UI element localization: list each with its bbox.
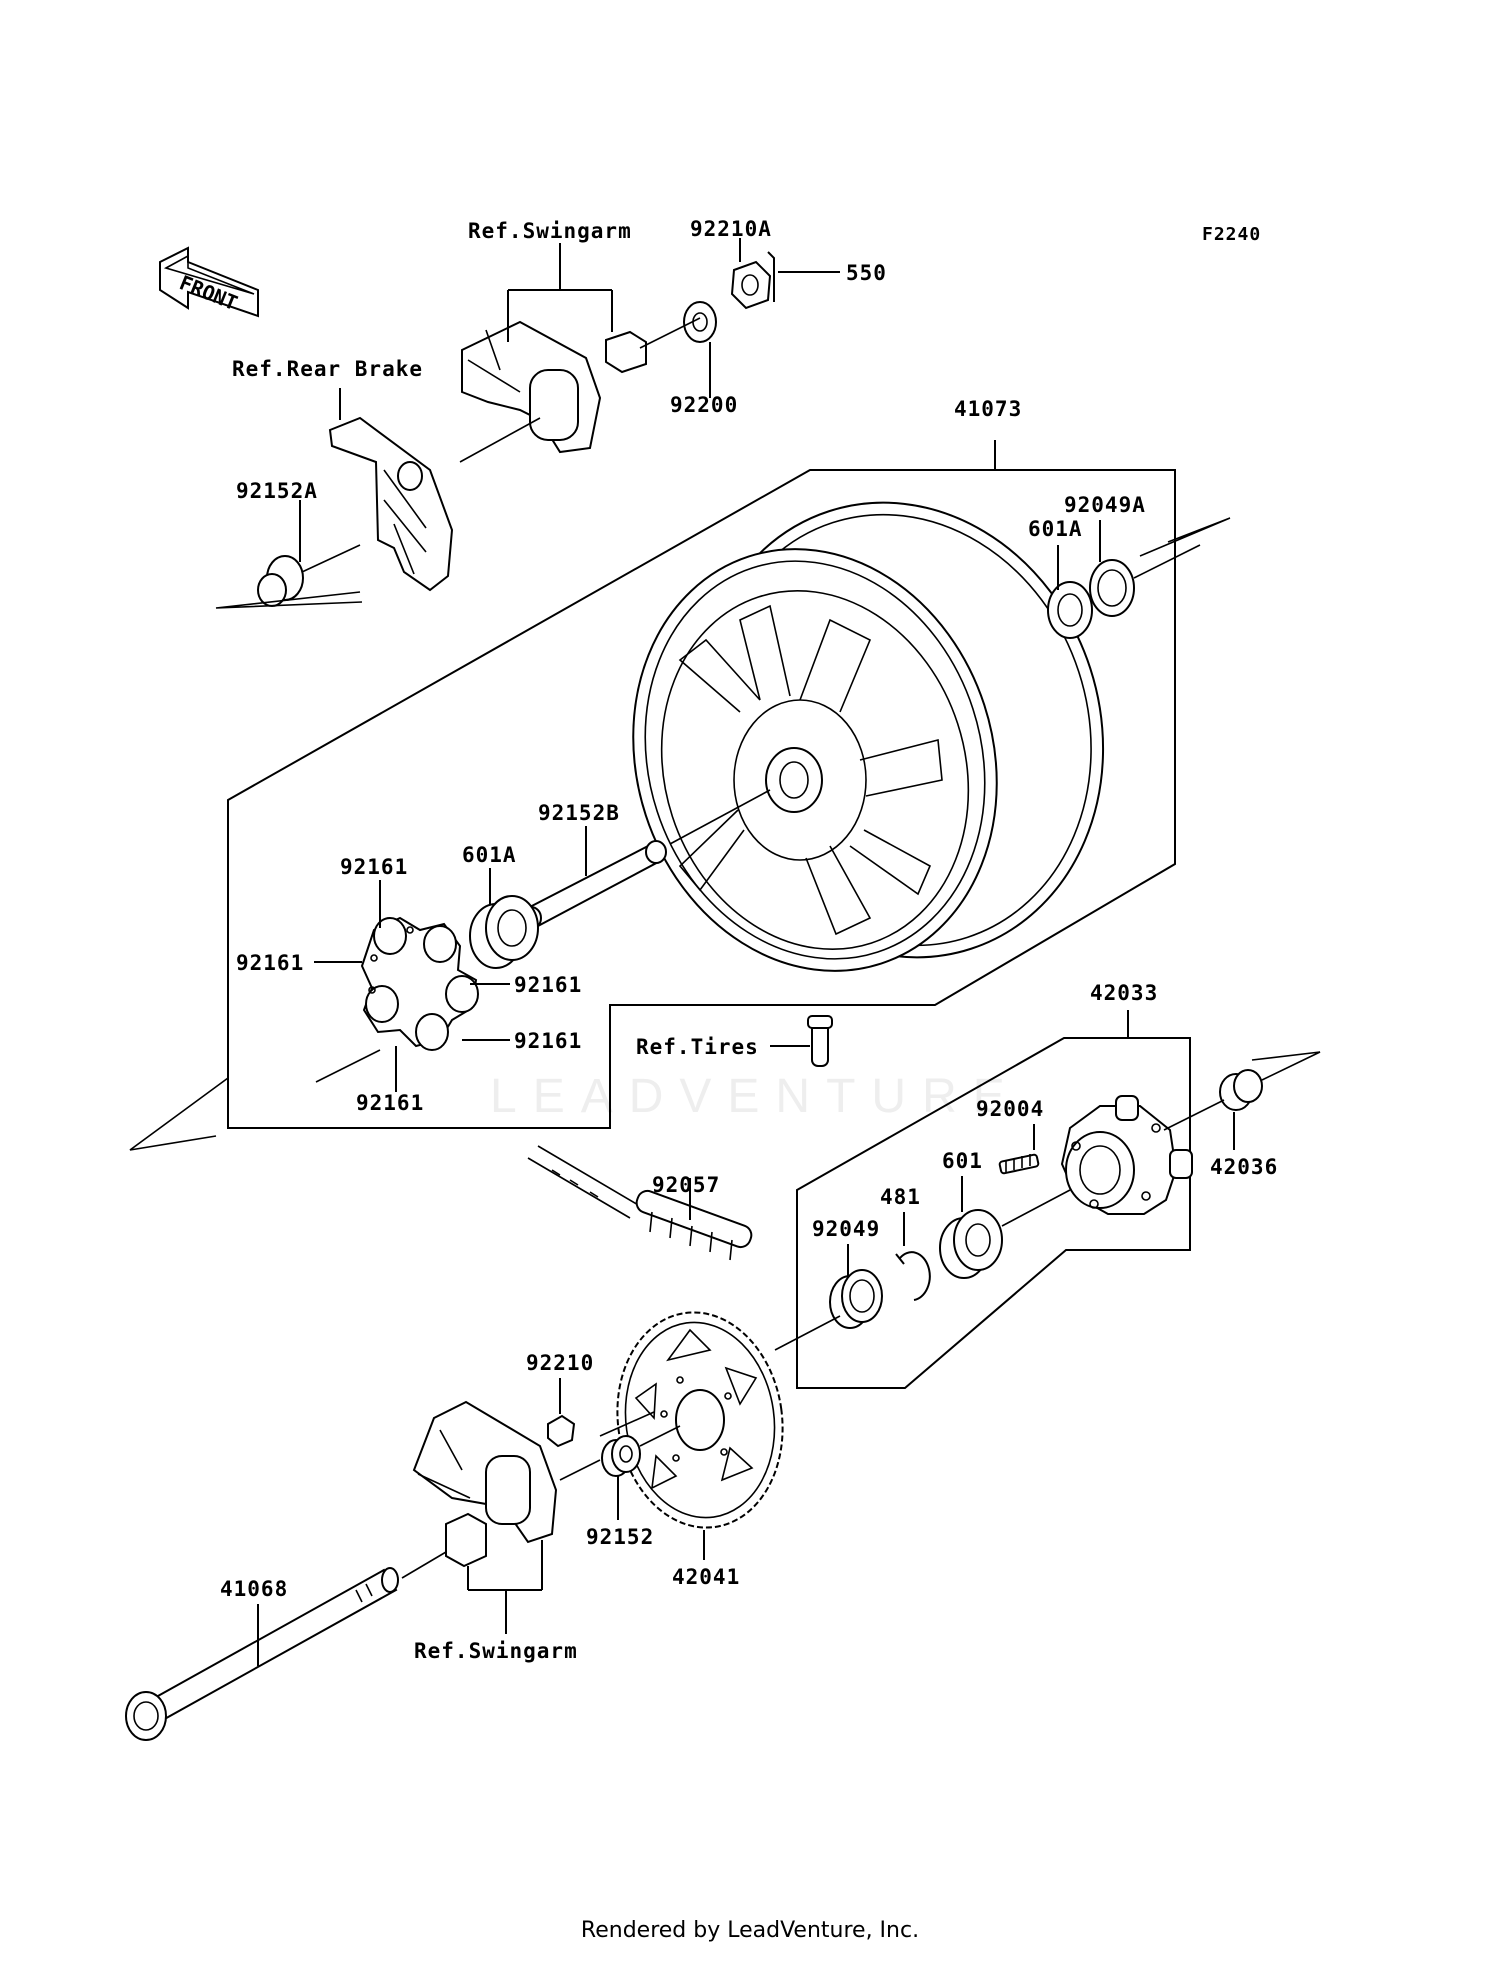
adjuster-block-top <box>605 330 647 374</box>
label-601a-right: 601A <box>1028 517 1083 541</box>
label-ref-tires: Ref.Tires <box>636 1035 759 1059</box>
stud-92004 <box>998 1153 1040 1175</box>
label-ref-swingarm-bottom: Ref.Swingarm <box>414 1639 578 1663</box>
front-arrow-icon: FRONT <box>159 246 259 318</box>
label-92210: 92210 <box>526 1351 594 1375</box>
label-92161-right2: 92161 <box>514 1029 582 1053</box>
seal-92049 <box>829 1269 883 1329</box>
sprocket-hub-box <box>796 1037 1191 1389</box>
label-601a-left: 601A <box>462 843 517 867</box>
washer-92152 <box>601 1435 641 1477</box>
nut-92210 <box>547 1414 576 1448</box>
label-ref-rear-brake: Ref.Rear Brake <box>232 357 423 381</box>
label-550: 550 <box>846 261 887 285</box>
hub-damper-92161 <box>360 916 479 1051</box>
cotter-pin-550 <box>767 251 775 302</box>
label-92057: 92057 <box>652 1173 720 1197</box>
bearing-601a-right <box>1047 581 1093 639</box>
label-42033: 42033 <box>1090 981 1158 1005</box>
figure-code: F2240 <box>1202 224 1261 245</box>
label-92161-left: 92161 <box>236 951 304 975</box>
seal-92049a <box>1089 559 1135 617</box>
label-92004: 92004 <box>976 1097 1044 1121</box>
label-41068: 41068 <box>220 1577 288 1601</box>
drive-chain-92057 <box>527 1145 753 1261</box>
label-92152: 92152 <box>586 1525 654 1549</box>
rear-sprocket-42041 <box>616 1311 784 1529</box>
tire-valve <box>807 1015 833 1067</box>
chain-adjuster-top <box>461 320 602 454</box>
label-41073: 41073 <box>954 397 1022 421</box>
nut-92210a <box>730 260 772 310</box>
label-42036: 42036 <box>1210 1155 1278 1179</box>
circlip-481 <box>895 1251 931 1301</box>
label-92161-top: 92161 <box>340 855 408 879</box>
wheel-assembly-box <box>227 469 1176 1129</box>
bearing-601a-left <box>469 895 539 969</box>
collar-42036 <box>1219 1069 1263 1111</box>
sprocket-hub-42033 <box>1060 1095 1193 1215</box>
label-92161-right: 92161 <box>514 973 582 997</box>
footer-credit: Rendered by LeadVenture, Inc. <box>580 1918 920 1943</box>
caliper-bracket <box>328 416 454 592</box>
label-92049: 92049 <box>812 1217 880 1241</box>
spacer-92152b <box>520 840 667 930</box>
rear-axle-41068 <box>125 1567 399 1741</box>
label-481: 481 <box>880 1185 921 1209</box>
washer-92200 <box>683 301 717 343</box>
label-92049a: 92049A <box>1064 493 1146 517</box>
watermark-text: LEADVENTURE <box>490 1070 1021 1123</box>
label-92161-bottom: 92161 <box>356 1091 424 1115</box>
label-92152a: 92152A <box>236 479 318 503</box>
label-ref-swingarm-top: Ref.Swingarm <box>468 219 632 243</box>
label-92210a: 92210A <box>690 217 772 241</box>
label-601: 601 <box>942 1149 983 1173</box>
collar-92152a <box>257 555 304 607</box>
label-92152b: 92152B <box>538 801 620 825</box>
bearing-601 <box>939 1209 1003 1279</box>
label-92200: 92200 <box>670 393 738 417</box>
label-42041: 42041 <box>672 1565 740 1589</box>
chain-adjuster-bottom <box>412 1400 558 1544</box>
rear-wheel <box>632 501 1105 972</box>
adjuster-block-bottom <box>445 1512 487 1568</box>
